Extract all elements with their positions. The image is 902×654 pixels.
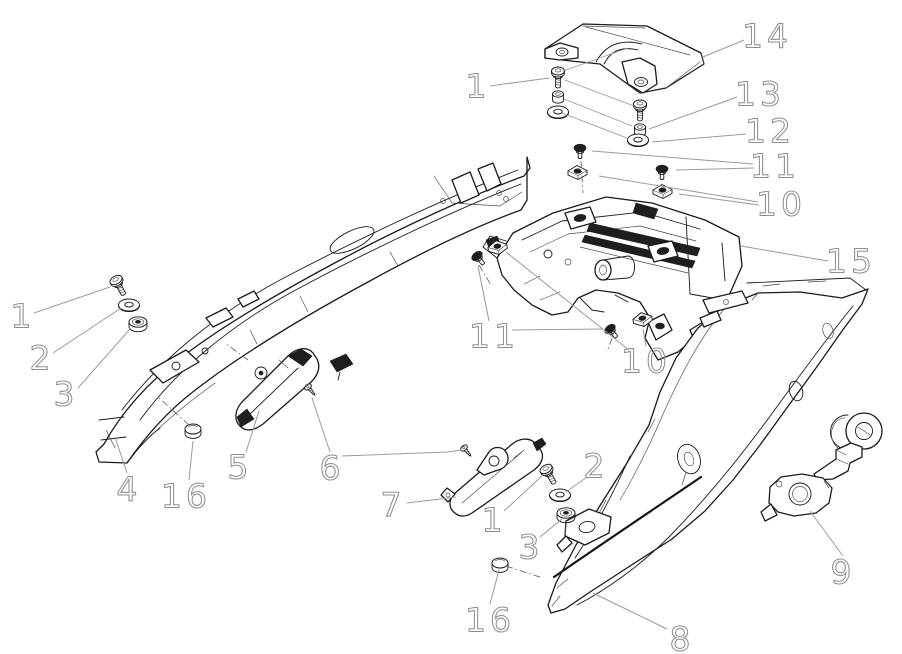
leader-line bbox=[33, 286, 111, 314]
callout-14: 14 bbox=[742, 17, 792, 56]
part-8-side-cover bbox=[547, 277, 869, 614]
leader-line bbox=[591, 150, 754, 165]
part-14-top-cover bbox=[544, 23, 705, 94]
mounting-bracket bbox=[556, 508, 612, 553]
part-4-rack-rail bbox=[95, 156, 531, 464]
callout-11: 11 bbox=[469, 317, 519, 356]
leader-line bbox=[598, 175, 759, 203]
callout-7: 7 bbox=[381, 486, 406, 525]
leader-line bbox=[675, 167, 755, 171]
construction-line bbox=[562, 47, 629, 72]
bolt-1-top-left bbox=[551, 66, 565, 89]
washer-12-right bbox=[627, 133, 649, 148]
centerline bbox=[606, 337, 613, 353]
leader-line bbox=[406, 496, 457, 504]
leader-line bbox=[651, 133, 747, 143]
leader-line bbox=[77, 328, 131, 389]
leader-line bbox=[503, 474, 544, 512]
cap-16-bottom bbox=[491, 557, 509, 573]
callout-8: 8 bbox=[670, 620, 695, 654]
callout-16: 16 bbox=[161, 477, 211, 516]
leader-line bbox=[592, 592, 668, 630]
washer-12-left bbox=[547, 105, 569, 120]
part-7-bracket bbox=[440, 437, 547, 517]
rivet-11-top-left bbox=[573, 143, 587, 160]
callout-1: 1 bbox=[11, 297, 36, 336]
centerline bbox=[224, 342, 249, 361]
callout-1: 1 bbox=[466, 67, 491, 106]
callout-9: 9 bbox=[831, 553, 856, 592]
callout-10: 10 bbox=[621, 342, 671, 381]
callout-16: 16 bbox=[465, 601, 515, 640]
callout-3: 3 bbox=[54, 375, 79, 414]
bolt-1-top-right bbox=[633, 99, 647, 122]
callout-5: 5 bbox=[228, 448, 253, 487]
centerline bbox=[505, 565, 544, 579]
centerline bbox=[157, 396, 190, 426]
part-5-bracket bbox=[235, 348, 320, 431]
callout-4: 4 bbox=[117, 470, 142, 509]
leader-line bbox=[114, 436, 128, 474]
construction-line bbox=[564, 79, 635, 107]
leader-line bbox=[505, 251, 630, 351]
callout-6: 6 bbox=[320, 449, 345, 488]
grommet-3-left bbox=[128, 316, 148, 333]
leader-line bbox=[489, 569, 500, 605]
callout-11: 11 bbox=[750, 147, 800, 186]
leader-line bbox=[678, 193, 760, 206]
part-9-lock-set bbox=[760, 412, 883, 522]
leader-line bbox=[311, 397, 331, 453]
clipnut-10-top-left bbox=[567, 165, 588, 180]
bolt-1-left bbox=[107, 272, 131, 299]
screw-6-right bbox=[459, 443, 475, 460]
centerline bbox=[580, 160, 584, 194]
cap-16-left bbox=[184, 423, 202, 439]
leader-line bbox=[477, 265, 490, 322]
leader-line bbox=[809, 510, 844, 557]
leader-line bbox=[539, 518, 563, 538]
leader-line bbox=[740, 245, 829, 262]
leader-line bbox=[648, 96, 738, 130]
callout-10: 10 bbox=[756, 185, 806, 224]
leader-line bbox=[642, 328, 647, 347]
callout-13: 13 bbox=[735, 75, 785, 114]
leader-line bbox=[565, 476, 588, 493]
callout-2: 2 bbox=[584, 447, 609, 486]
leader-line bbox=[702, 39, 745, 58]
part-15-taillight-base-assembly bbox=[482, 196, 743, 361]
centerline bbox=[478, 264, 492, 286]
construction-lines bbox=[157, 47, 635, 579]
leader-line bbox=[188, 440, 194, 481]
leader-line bbox=[245, 410, 260, 453]
callout-3: 3 bbox=[519, 528, 544, 567]
leader-line bbox=[52, 307, 122, 354]
callout-1: 1 bbox=[482, 501, 507, 540]
leader-line bbox=[511, 328, 603, 331]
bushing-13-left bbox=[552, 90, 564, 104]
bolt-1-bottom bbox=[537, 461, 561, 488]
leader-line bbox=[489, 77, 550, 87]
rivet-11-top-right bbox=[655, 164, 669, 181]
leader-line bbox=[341, 449, 463, 457]
construction-line bbox=[561, 112, 628, 139]
callout-2: 2 bbox=[30, 339, 55, 378]
callout-12: 12 bbox=[745, 112, 795, 151]
callout-15: 15 bbox=[826, 242, 876, 281]
washer-2-left bbox=[118, 298, 140, 313]
construction-line bbox=[563, 98, 633, 127]
